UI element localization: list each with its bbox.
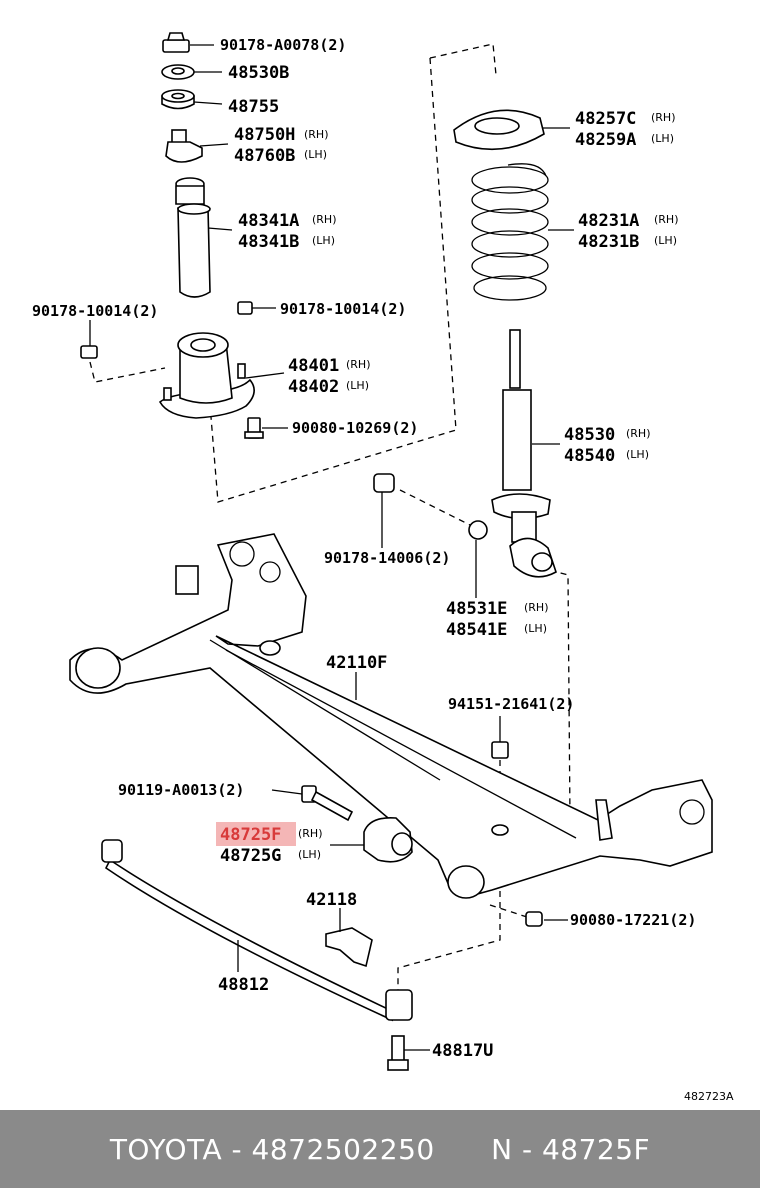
- bumper-48341A: [175, 177, 211, 298]
- label-90178-14006: 90178-14006(2): [324, 549, 450, 567]
- label-48541E: 48541E: [446, 620, 507, 640]
- label-48402: 48402: [288, 377, 339, 397]
- label-90178-A0078: 90178-A0078(2): [220, 36, 346, 54]
- footer-part-number: 4872502250: [251, 1132, 435, 1166]
- label-48725G: 48725G: [220, 846, 281, 866]
- parts-diagram: 90178-A0078(2) 48530B 48755 48750H (RH) …: [32, 32, 734, 1103]
- label-48231A: 48231A: [578, 211, 639, 231]
- label-48401-side: (RH): [346, 358, 371, 371]
- label-48341B-side: (LH): [312, 234, 335, 247]
- footer-gap: N -: [434, 1132, 542, 1166]
- label-48530-side: (RH): [626, 427, 651, 440]
- label-48530B: 48530B: [228, 63, 289, 83]
- bolt-48817U: [387, 1035, 409, 1071]
- label-48231B-side: (LH): [654, 234, 677, 247]
- label-48402-side: (LH): [346, 379, 369, 392]
- label-48760B-side: (LH): [304, 148, 327, 161]
- footer-brand: TOYOTA: [109, 1132, 223, 1166]
- shock-absorber-48530: [491, 329, 557, 578]
- footer-sep-1: -: [222, 1132, 252, 1166]
- label-48540-side: (LH): [626, 448, 649, 461]
- label-48259A-side: (LH): [651, 132, 674, 145]
- highlight-box-48725F: [216, 822, 296, 846]
- label-48725F-side: (RH): [298, 827, 323, 840]
- leader-lines: [89, 44, 574, 1051]
- label-48817U: 48817U: [432, 1041, 493, 1061]
- label-48401: 48401: [288, 356, 339, 376]
- bolt-90080-10269: [244, 417, 264, 439]
- footer-bar: TOYOTA - 4872502250 N - 48725F: [0, 1110, 760, 1188]
- bushing-48531E: [468, 520, 488, 540]
- label-48725F: 48725F: [220, 825, 281, 845]
- bushing-48750H: [165, 129, 203, 163]
- label-48531E-side: (RH): [524, 601, 549, 614]
- bushing-48755: [161, 89, 195, 110]
- label-48341A-side: (RH): [312, 213, 337, 226]
- axle-beam-42110F: [69, 533, 713, 899]
- label-48531E: 48531E: [446, 599, 507, 619]
- label-48341B: 48341B: [238, 232, 299, 252]
- label-48259A: 48259A: [575, 130, 636, 150]
- label-42110F: 42110F: [326, 653, 387, 673]
- nut-90178-10014-right: [237, 301, 253, 315]
- label-48755: 48755: [228, 97, 279, 117]
- bracket-42118: [325, 927, 373, 968]
- label-90178-10014-left: 90178-10014(2): [32, 302, 158, 320]
- label-48541E-side: (LH): [524, 622, 547, 635]
- nut-90080-17221: [525, 911, 543, 927]
- washer-48530B: [161, 64, 195, 80]
- label-90080-17221: 90080-17221(2): [570, 911, 696, 929]
- bushing-48725F: [363, 816, 413, 863]
- label-48760B: 48760B: [234, 146, 295, 166]
- diagram-ref-code: 482723A: [684, 1090, 734, 1103]
- label-48257C-side: (RH): [651, 111, 676, 124]
- label-48231A-side: (RH): [654, 213, 679, 226]
- label-48341A: 48341A: [238, 211, 299, 231]
- label-48530: 48530: [564, 425, 615, 445]
- label-48231B: 48231B: [578, 232, 639, 252]
- label-48750H-side: (RH): [304, 128, 329, 141]
- nut-90178-10014-left: [80, 345, 98, 359]
- label-48812: 48812: [218, 975, 269, 995]
- label-48257C: 48257C: [575, 109, 636, 129]
- spring-seat-48257C: [453, 109, 545, 151]
- bushing-90178-14006: [373, 473, 395, 493]
- label-48540: 48540: [564, 446, 615, 466]
- label-90178-10014-right: 90178-10014(2): [280, 300, 406, 318]
- footer-n-code: 48725F: [541, 1132, 651, 1166]
- coil-spring-48231A: [471, 163, 549, 301]
- strut-mount-48401: [158, 332, 255, 419]
- label-90080-10269: 90080-10269(2): [292, 419, 418, 437]
- bolt-90119-A0013: [301, 785, 354, 822]
- label-94151-21641: 94151-21641(2): [448, 695, 574, 713]
- label-48750H: 48750H: [234, 125, 295, 145]
- label-48725G-side: (LH): [298, 848, 321, 861]
- nut-90178-A0078: [162, 32, 190, 53]
- lateral-rod-48812: [101, 839, 413, 1022]
- label-90119-A0013: 90119-A0013(2): [118, 781, 244, 799]
- bolt-94151-21641: [491, 741, 509, 759]
- label-42118: 42118: [306, 890, 357, 910]
